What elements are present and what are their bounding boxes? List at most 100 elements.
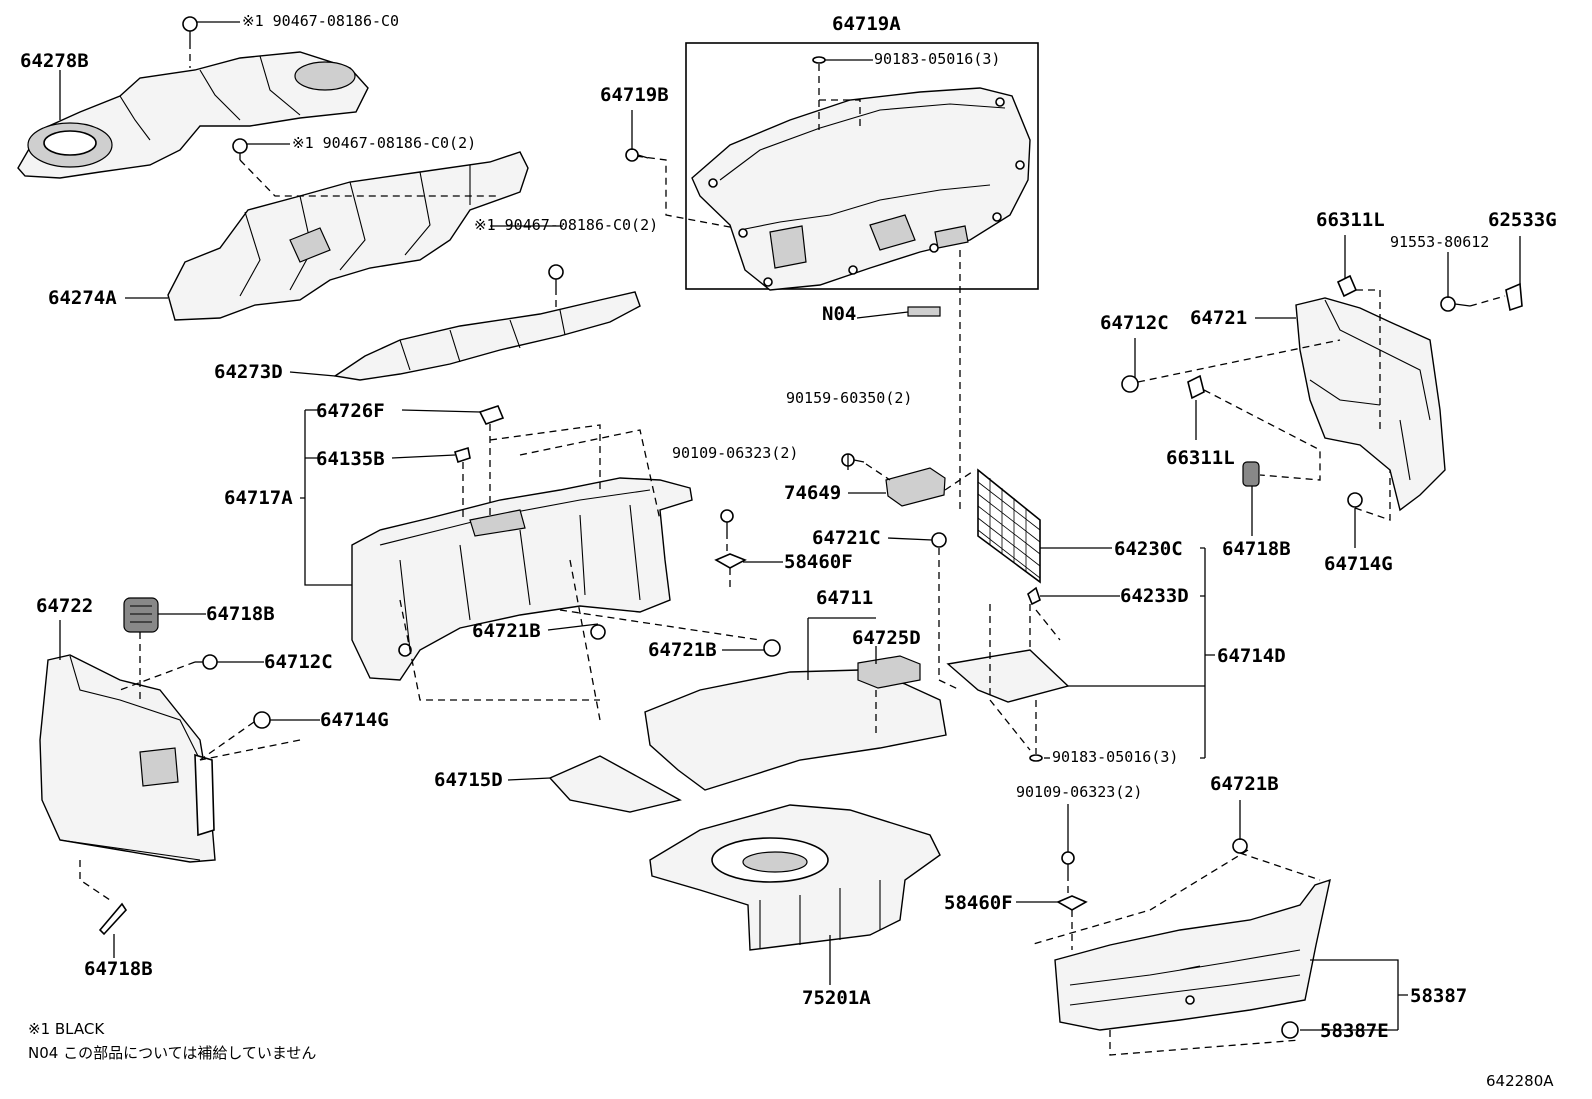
dashes-64717A — [399, 424, 761, 721]
clip-64721C — [931, 532, 947, 548]
label-64721C: 64721C — [812, 527, 881, 549]
trim-bracket-64726F — [478, 405, 505, 425]
label-66311L-top: 66311L — [1316, 209, 1385, 231]
label-90159: 90159-60350(2) — [786, 389, 913, 407]
clip-66311L-mid — [1187, 374, 1205, 400]
floor-panel-64714D — [946, 649, 1070, 703]
label-N04 — [907, 306, 941, 317]
label-64278B: 64278B — [20, 50, 89, 72]
clip-2 — [232, 138, 500, 197]
label-58460F-right: 58460F — [944, 892, 1013, 914]
clip-64712C-left — [195, 654, 218, 670]
dashes-64722 — [79, 632, 301, 901]
clip-90183-bottom — [1029, 754, 1043, 762]
dashes-64721 — [1137, 289, 1506, 521]
hook-64233D — [1027, 586, 1041, 606]
clip-64721B-bottom — [1232, 838, 1248, 854]
back-panel-64719A — [691, 87, 1031, 291]
footnote-n04: N04 この部品については補給していません — [28, 1044, 317, 1062]
label-66311L-mid: 66311L — [1166, 447, 1235, 469]
label-91553: 91553-80612 — [1390, 233, 1490, 251]
label-64718B-left: 64718B — [206, 603, 275, 625]
label-64726F: 64726F — [316, 400, 385, 422]
label-58460F-left: 58460F — [784, 551, 853, 573]
frame-64719A — [685, 42, 1039, 290]
label-64721B-mid: 64721B — [472, 620, 541, 642]
trim-bracket-64135B — [454, 446, 471, 464]
dashes-58460F-left — [726, 532, 731, 590]
clip-64721B-mid — [590, 624, 606, 640]
clip-64714G-left — [253, 711, 271, 729]
leader-lines — [59, 59, 1521, 1031]
label-64714D: 64714D — [1217, 645, 1286, 667]
side-trim-64722 — [39, 654, 216, 863]
vent-64718B-left — [123, 597, 159, 633]
label-64135B: 64135B — [316, 448, 385, 470]
label-64711: 64711 — [816, 587, 874, 609]
handle-64725D — [857, 655, 921, 689]
clip-66311L-top — [1336, 274, 1358, 298]
bracket-74649 — [885, 467, 946, 507]
insulator-64273D — [333, 291, 641, 381]
screw-90109-right — [1061, 851, 1075, 874]
label-64715D: 64715D — [434, 769, 503, 791]
nut-58460F-left — [714, 553, 747, 569]
label-75201A: 75201A — [802, 987, 871, 1009]
label-64718B-right: 64718B — [1222, 538, 1291, 560]
label-90183-bottom: 90183-05016(3) — [1052, 748, 1179, 766]
clip-64721B-right — [763, 639, 781, 657]
dashes-64714D — [989, 604, 1061, 754]
label-64230C: 64230C — [1114, 538, 1183, 560]
label-clip-3: ※1 90467-08186-C0(2) — [474, 216, 659, 234]
tire-cover-75201A — [649, 804, 941, 951]
clip-64712C-right — [1121, 375, 1139, 393]
dashes-58387 — [1029, 849, 1321, 1056]
dashes-64721C — [875, 548, 961, 738]
scuff-plate-58387 — [1054, 878, 1331, 1031]
clip-3 — [490, 225, 564, 310]
deck-board-64711 — [644, 669, 947, 791]
label-64725D: 64725D — [852, 627, 921, 649]
label-64719A: 64719A — [832, 13, 901, 35]
label-58387: 58387 — [1410, 985, 1468, 1007]
dashes-64719A — [635, 64, 961, 510]
bolt-91553 — [1440, 296, 1471, 312]
label-90183-top: 90183-05016(3) — [874, 50, 1001, 68]
label-64717A: 64717A — [224, 487, 293, 509]
clip-64719B — [625, 148, 649, 162]
label-64714G-right: 64714G — [1324, 553, 1393, 575]
label-64721: 64721 — [1190, 307, 1248, 329]
mat-64715D — [548, 755, 682, 813]
label-clip-2: ※1 90467-08186-C0(2) — [292, 134, 477, 152]
side-trim-64721 — [1295, 297, 1446, 512]
vent-64718B-right — [1242, 461, 1260, 487]
label-74649: 74649 — [784, 482, 842, 504]
label-90109-right: 90109-06323(2) — [1016, 783, 1143, 801]
label-64719B: 64719B — [600, 84, 669, 106]
clip-58387E — [1281, 1021, 1299, 1039]
cargo-net-64230C — [977, 468, 1041, 584]
diagram-id: 642280A — [1486, 1072, 1554, 1090]
nut-58460F-right — [1056, 895, 1088, 911]
trunk-trim-64717A — [351, 477, 693, 681]
label-64721B-right: 64721B — [648, 639, 717, 661]
label-N04: N04 — [822, 303, 857, 325]
clip-64714G-right — [1347, 492, 1363, 508]
screw-90109-left — [720, 509, 734, 532]
seal-64718B-bottom — [98, 902, 128, 936]
label-64714G-left: 64714G — [320, 709, 389, 731]
bracket-62533G — [1505, 282, 1523, 312]
label-64718B-bottom: 64718B — [84, 958, 153, 980]
label-64274A: 64274A — [48, 287, 117, 309]
dashes-74649 — [865, 463, 976, 491]
label-64712C-right: 64712C — [1100, 312, 1169, 334]
label-62533G: 62533G — [1488, 209, 1557, 231]
insulator-64274A — [167, 151, 529, 321]
label-64712C-left: 64712C — [264, 651, 333, 673]
screw-90159 — [841, 453, 865, 467]
label-58387E: 58387E — [1320, 1020, 1389, 1042]
insulator-64278B — [17, 51, 369, 179]
label-clip-1: ※1 90467-08186-C0 — [242, 12, 400, 30]
label-64273D: 64273D — [214, 361, 283, 383]
